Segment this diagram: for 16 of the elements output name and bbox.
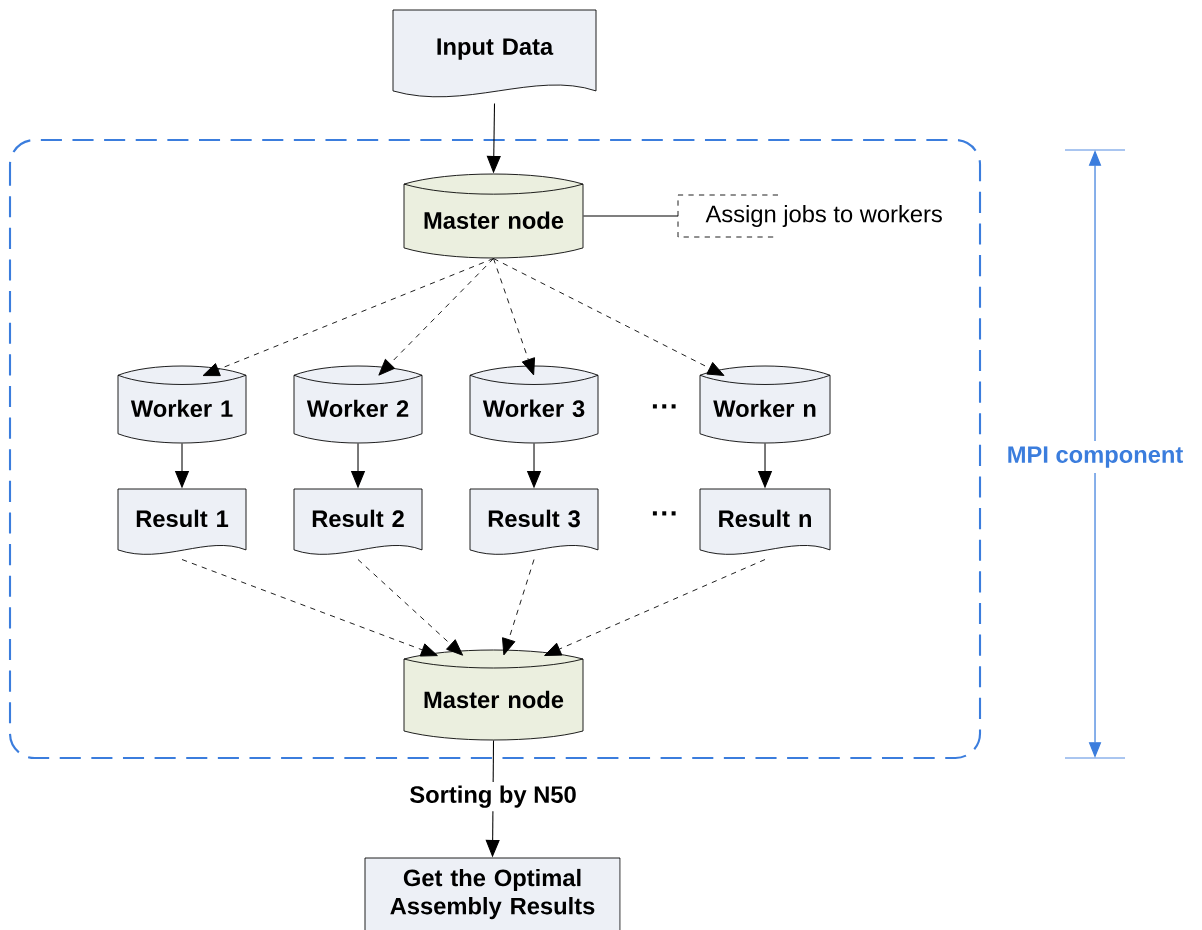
annotation: Assign jobs to workers — [677, 194, 942, 238]
arrow — [493, 258, 725, 376]
arrow — [493, 258, 535, 376]
component-label: MPI component — [1001, 441, 1189, 473]
ellipsis: ··· — [652, 511, 676, 516]
arrow — [202, 258, 494, 377]
dashed-boundary — [8, 138, 982, 760]
arrow — [378, 258, 494, 376]
arrow — [502, 559, 535, 656]
arrow — [181, 559, 438, 657]
ellipsis: ··· — [652, 404, 676, 409]
process-box: Get the Optimal Assembly Results — [364, 857, 621, 930]
edge-label: Sorting by N50 — [410, 785, 576, 808]
arrow — [357, 559, 464, 656]
arrow — [544, 559, 766, 656]
connector-line — [583, 215, 679, 217]
